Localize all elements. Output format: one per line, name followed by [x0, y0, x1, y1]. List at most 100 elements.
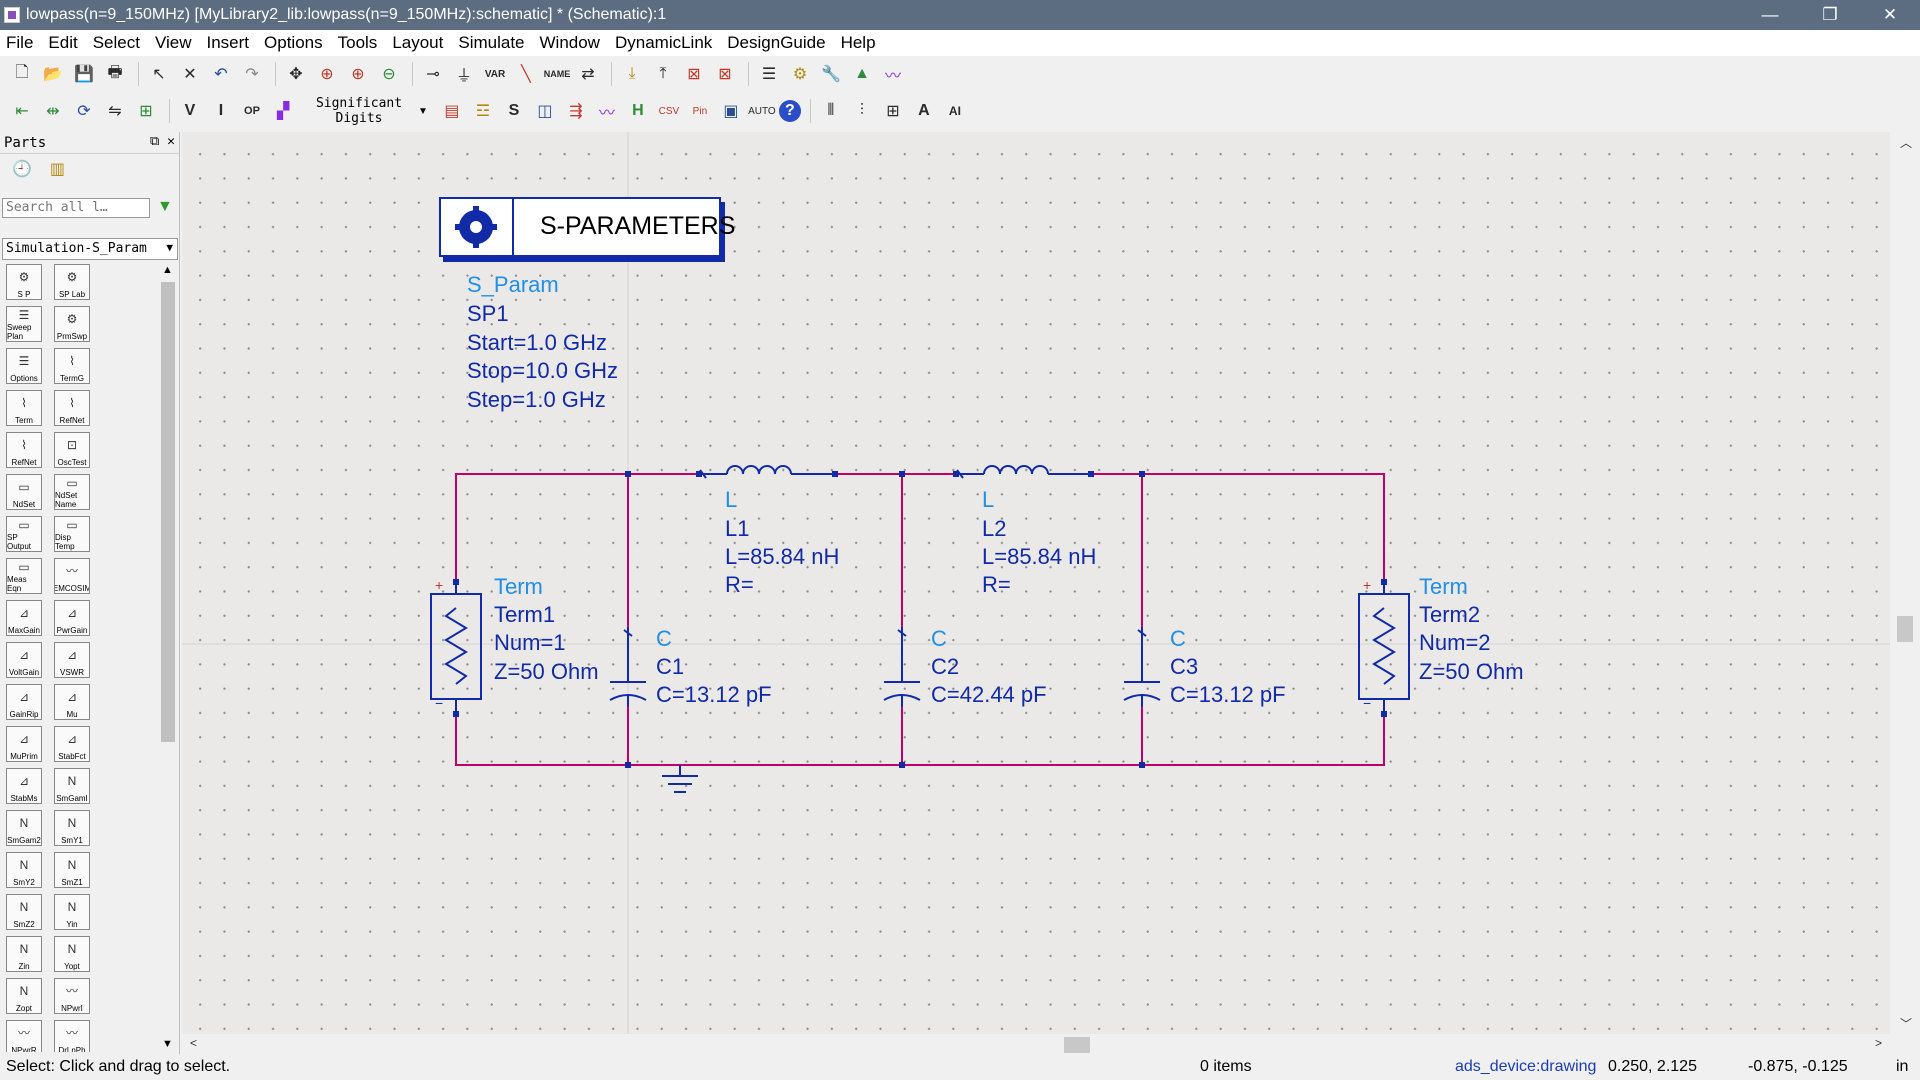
- capacitor-c2[interactable]: [883, 627, 921, 707]
- short-icon[interactable]: ⊠: [718, 66, 732, 83]
- scroll-right-icon[interactable]: >: [1874, 1036, 1882, 1050]
- text-a-icon[interactable]: A: [918, 102, 930, 119]
- palette-item-s-p[interactable]: ⚙S P: [6, 264, 42, 300]
- palette-item-emcosim[interactable]: 〰EMCOSIM: [54, 558, 90, 594]
- pop-up-icon[interactable]: ⤒: [659, 65, 667, 82]
- mirror-icon[interactable]: ⇋: [108, 103, 122, 120]
- capacitor-c1[interactable]: [609, 627, 647, 707]
- redo-icon[interactable]: ↷: [245, 66, 259, 83]
- palette-item-gainrip[interactable]: ⊿GainRip: [6, 684, 42, 720]
- menu-tools[interactable]: Tools: [337, 33, 378, 52]
- rotate-icon[interactable]: ⟳: [77, 103, 91, 120]
- palette-item-voltgain[interactable]: ⊿VoltGain: [6, 642, 42, 678]
- menu-view[interactable]: View: [154, 33, 192, 52]
- palette-item-ndset[interactable]: ▭NdSet: [6, 474, 42, 510]
- restore-button[interactable]: ❐: [1822, 5, 1838, 24]
- horizontal-scroll-thumb[interactable]: [1064, 1037, 1090, 1053]
- palette-item-muprim[interactable]: ⊿MuPrim: [6, 726, 42, 762]
- scroll-thumb[interactable]: [161, 282, 175, 742]
- palette-item-npwrr[interactable]: 〰NPwrR: [6, 1020, 42, 1052]
- open-folder-icon[interactable]: 📂: [43, 66, 63, 83]
- vertical-scrollbar[interactable]: ︿ ﹀: [1890, 132, 1920, 1034]
- menu-help[interactable]: Help: [840, 33, 876, 52]
- palette-item-meas-eqn[interactable]: ▭Meas Eqn: [6, 558, 42, 594]
- minimize-button[interactable]: —: [1761, 5, 1779, 24]
- zoom-area-icon[interactable]: ⊕: [320, 66, 334, 83]
- help-icon[interactable]: ?: [778, 100, 801, 122]
- optimize-icon[interactable]: ▲: [854, 65, 870, 82]
- palette-item-osctest[interactable]: ⊡OscTest: [54, 432, 90, 468]
- menu-layout[interactable]: Layout: [392, 33, 444, 52]
- tune-icon[interactable]: 🔧: [821, 66, 841, 83]
- select-pointer-icon[interactable]: ↖: [152, 66, 166, 83]
- port-icon[interactable]: ⊸: [426, 66, 440, 83]
- palette-item-prmswp[interactable]: ⚙PrmSwp: [54, 306, 90, 342]
- close-window-button[interactable]: ✕: [1882, 5, 1898, 24]
- palette-item-refnet[interactable]: ⌇RefNet: [54, 390, 90, 426]
- name-icon[interactable]: NAME: [543, 69, 571, 79]
- scroll-down-icon[interactable]: ﹀: [1900, 1017, 1913, 1031]
- lines-icon[interactable]: ☲: [475, 103, 491, 120]
- schematic-canvas[interactable]: S-PARAMETERS S_Param SP1 Start=1.0 GHz S…: [182, 132, 1890, 1034]
- significant-digits-label[interactable]: Significant Digits: [315, 96, 403, 126]
- close-icon[interactable]: ✕: [167, 134, 175, 149]
- palette-item-stabfct[interactable]: ⊿StabFct: [54, 726, 90, 762]
- swap-icon[interactable]: ⇄: [581, 66, 595, 83]
- zoom-in-icon[interactable]: ⊕: [351, 66, 365, 83]
- smith-icon[interactable]: ◫: [537, 103, 553, 120]
- data-display-icon[interactable]: 〰: [884, 68, 901, 85]
- horizontal-scrollbar[interactable]: < >: [182, 1034, 1890, 1054]
- palette-item-sweep-plan[interactable]: ☰Sweep Plan: [6, 306, 42, 342]
- save-icon[interactable]: 💾: [74, 66, 94, 83]
- palette-item-disp-temp[interactable]: ▭Disp Temp: [54, 516, 90, 552]
- ground-symbol[interactable]: [662, 765, 698, 793]
- sparam-block[interactable]: S-PARAMETERS: [439, 197, 735, 262]
- menu-simulate[interactable]: Simulate: [458, 33, 525, 52]
- history-icon[interactable]: 🕘: [12, 161, 32, 178]
- palette-scrollbar[interactable]: ▲ ▼: [158, 262, 178, 1052]
- current-annotation-icon[interactable]: I: [218, 102, 224, 119]
- zoom-out-icon[interactable]: ⊖: [382, 66, 396, 83]
- menu-edit[interactable]: Edit: [48, 33, 78, 52]
- palette-item-pwrgain[interactable]: ⊿PwrGain: [54, 600, 90, 636]
- menu-designguide[interactable]: DesignGuide: [727, 33, 826, 52]
- export-icon[interactable]: ⇶: [569, 103, 583, 120]
- print-icon[interactable]: 🖶: [107, 63, 123, 81]
- csv-icon[interactable]: CSV: [658, 105, 680, 117]
- parts-search-input[interactable]: Search all l…: [2, 198, 150, 218]
- float-icon[interactable]: ⧉: [150, 134, 160, 149]
- palette-item-stabms[interactable]: ⊿StabMs: [6, 768, 42, 804]
- deactivate-icon[interactable]: ⊠: [687, 66, 701, 83]
- menu-select[interactable]: Select: [92, 33, 140, 52]
- palette-item-drlnph[interactable]: 〰DrLnPh: [54, 1020, 90, 1052]
- var-icon[interactable]: VAR: [484, 68, 506, 80]
- palette-item-vswr[interactable]: ⊿VSWR: [54, 642, 90, 678]
- distribute-icon[interactable]: ⇹: [46, 103, 60, 120]
- scroll-up-icon[interactable]: ︿: [1900, 136, 1913, 150]
- palette-item-termg[interactable]: ⌇TermG: [54, 348, 90, 384]
- capacitor-c3[interactable]: [1123, 627, 1161, 707]
- dc-annotation-icon[interactable]: ▞: [276, 103, 290, 120]
- pin-wire-icon[interactable]: Pin: [692, 105, 708, 117]
- wires[interactable]: [455, 473, 1385, 766]
- auto-icon[interactable]: AUTO: [748, 105, 776, 117]
- delete-icon[interactable]: ✕: [183, 66, 197, 83]
- move-icon[interactable]: ✥: [289, 66, 303, 83]
- scroll-down-icon[interactable]: ▼: [162, 1038, 173, 1050]
- palette-item-npwri[interactable]: 〰NPwrI: [54, 978, 90, 1014]
- chip-icon[interactable]: ▣: [723, 103, 739, 120]
- wire-icon[interactable]: ╲: [521, 66, 531, 83]
- inductor-l1[interactable]: [699, 465, 835, 479]
- status-layer[interactable]: ads_device:drawing: [1455, 1058, 1597, 1075]
- palette-item-sp-lab[interactable]: ⚙SP Lab: [54, 264, 90, 300]
- new-file-icon[interactable]: 🗋: [15, 63, 29, 81]
